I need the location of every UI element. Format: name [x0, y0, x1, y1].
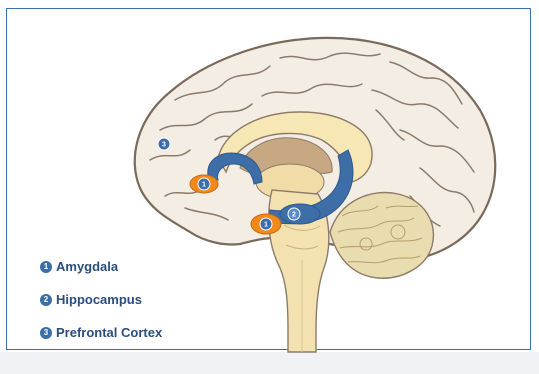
- legend-label: Hippocampus: [56, 292, 142, 307]
- legend-item-prefrontal-cortex: 3 Prefrontal Cortex: [40, 324, 162, 341]
- legend-number: 3: [40, 327, 52, 339]
- legend-label: Prefrontal Cortex: [56, 325, 162, 340]
- svg-text:1: 1: [264, 222, 268, 229]
- legend-label: Amygdala: [56, 259, 118, 274]
- legend-item-hippocampus: 2 Hippocampus: [40, 291, 162, 308]
- legend-number: 1: [40, 261, 52, 273]
- legend: 1 Amygdala 2 Hippocampus 3 Prefrontal Co…: [40, 258, 162, 357]
- svg-text:1: 1: [202, 182, 206, 189]
- legend-number: 2: [40, 294, 52, 306]
- svg-text:3: 3: [162, 142, 166, 149]
- svg-text:2: 2: [292, 212, 296, 219]
- legend-item-amygdala: 1 Amygdala: [40, 258, 162, 275]
